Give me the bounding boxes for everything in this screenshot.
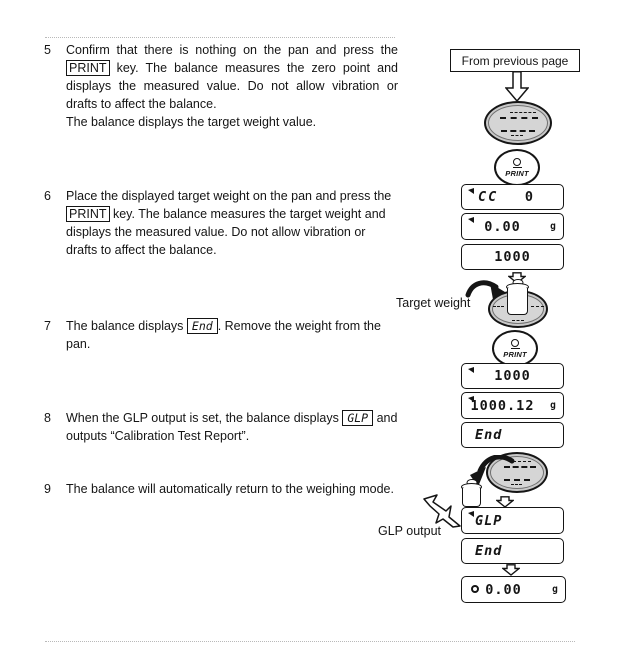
print-key-button: PRINT	[494, 149, 540, 186]
print-symbol-underline	[512, 166, 522, 168]
step-text: When the GLP output is set, the balance …	[66, 409, 398, 445]
step-9: 9 The balance will automatically return …	[44, 480, 398, 498]
pointer-marker-icon	[468, 511, 474, 517]
display-value: 0.00	[484, 218, 521, 235]
remove-weight-arrow-icon	[470, 455, 515, 487]
display-value: End	[475, 543, 503, 559]
display-value: 1000	[494, 368, 531, 384]
paragraph: When the GLP output is set, the balance …	[66, 409, 398, 445]
down-arrow-icon	[502, 564, 520, 576]
pointer-marker-icon	[468, 367, 474, 373]
weight-body	[507, 287, 528, 315]
pan-grille-dash	[493, 306, 504, 307]
display-unit: g	[552, 584, 558, 595]
pan-grille-dash	[513, 461, 531, 462]
display-glp: GLP	[461, 507, 564, 534]
pan-grille-dash	[511, 135, 523, 136]
pan-grille-dash	[511, 484, 522, 485]
step-7: 7 The balance displays End. Remove the w…	[44, 317, 398, 353]
step-text: The balance displays End. Remove the wei…	[66, 317, 398, 353]
text-segment: Confirm that there is nothing on the pan…	[66, 43, 398, 57]
step-8: 8 When the GLP output is set, the balanc…	[44, 409, 398, 445]
text-segment: key. The balance measures the target wei…	[66, 207, 386, 257]
display-value: GLP	[475, 512, 503, 529]
weighing-pan-icon	[484, 101, 552, 145]
step-6: 6 Place the displayed target weight on t…	[44, 187, 398, 259]
step-number: 5	[44, 43, 51, 57]
display-cal-start: CC 0	[461, 184, 564, 210]
print-key-label: PRINT	[505, 168, 529, 178]
display-value: End	[475, 427, 503, 443]
step-number: 7	[44, 319, 51, 333]
display-value: 1000	[494, 249, 531, 265]
pan-grille-dash	[504, 479, 530, 481]
text-segment: key. The balance measures the zero point…	[66, 61, 398, 111]
step-text: The balance will automatically return to…	[66, 480, 398, 498]
paragraph: Place the displayed target weight on the…	[66, 187, 398, 259]
display-value: 1000.12	[470, 397, 535, 414]
text-segment: When the GLP output is set, the balance …	[66, 411, 343, 425]
display-zero-measured: 0.00 g	[461, 213, 564, 240]
inline-display-reference: End	[186, 318, 218, 334]
weight-body	[462, 487, 481, 507]
from-previous-page-label: From previous page	[461, 53, 569, 68]
text-segment: The balance will automatically return to…	[66, 482, 394, 496]
text-segment: The balance displays	[66, 319, 187, 333]
step-number: 6	[44, 189, 51, 203]
from-previous-page-box: From previous page	[450, 49, 580, 72]
inline-key-reference: PRINT	[66, 60, 110, 76]
down-arrow-icon	[505, 71, 529, 102]
target-weight-label: Target weight	[396, 296, 471, 310]
pointer-marker-icon	[468, 217, 474, 223]
weighing-pan-icon	[486, 452, 548, 493]
print-symbol-icon	[513, 157, 521, 166]
text-segment: and outputs “Calibration Test Report”.	[66, 411, 398, 443]
inline-key-reference: PRINT	[66, 206, 110, 222]
display-end: End	[461, 422, 564, 448]
pointer-marker-icon	[468, 188, 474, 194]
text-segment: . Remove the weight from the pan.	[66, 319, 381, 351]
print-symbol-icon	[511, 338, 519, 347]
step-5: 5 Confirm that there is nothing on the p…	[44, 41, 398, 131]
display-unit: g	[550, 221, 556, 232]
glp-output-label: GLP output	[378, 524, 442, 538]
display-end: End	[461, 538, 564, 564]
pan-grille-dash	[510, 112, 536, 113]
inline-display-reference: GLP	[342, 410, 374, 426]
display-target-value: 1000	[461, 244, 564, 270]
stability-marker-icon	[471, 585, 479, 593]
paragraph: The balance displays End. Remove the wei…	[66, 317, 398, 353]
display-unit: g	[550, 400, 556, 411]
pan-grille-dash	[500, 117, 538, 119]
text-segment: The balance displays the target weight v…	[66, 115, 317, 129]
display-weighing-mode: 0.00 g	[461, 576, 566, 603]
paragraph: Confirm that there is nothing on the pan…	[66, 41, 398, 113]
display-weight-measured: 1000.12 g	[461, 392, 564, 419]
calibration-weight-icon	[461, 479, 482, 507]
step-number: 8	[44, 411, 51, 425]
glp-output-arrow-icon	[423, 494, 461, 528]
display-target-shown: 1000	[461, 363, 564, 389]
pan-grille-dash	[512, 320, 524, 321]
display-text: CC	[478, 189, 499, 205]
top-scan-divider	[45, 37, 395, 38]
paragraph: The balance will automatically return to…	[66, 480, 398, 498]
pointer-marker-icon	[468, 396, 474, 402]
step-number: 9	[44, 482, 51, 496]
pan-grille-dash	[504, 466, 536, 468]
display-value: 0	[524, 189, 533, 205]
page-bottom-divider	[45, 641, 575, 642]
display-value: 0.00	[485, 581, 522, 598]
text-segment: Place the displayed target weight on the…	[66, 189, 392, 203]
pan-grille-dash	[531, 306, 544, 307]
print-key-button: PRINT	[492, 330, 538, 367]
down-arrow-icon	[496, 496, 514, 508]
step-text: Confirm that there is nothing on the pan…	[66, 41, 398, 131]
print-symbol-underline	[510, 347, 520, 349]
paragraph: The balance displays the target weight v…	[66, 113, 398, 131]
calibration-weight-icon	[506, 279, 529, 315]
pan-grille-dash	[501, 130, 535, 132]
print-key-label: PRINT	[503, 349, 527, 359]
step-text: Place the displayed target weight on the…	[66, 187, 398, 259]
